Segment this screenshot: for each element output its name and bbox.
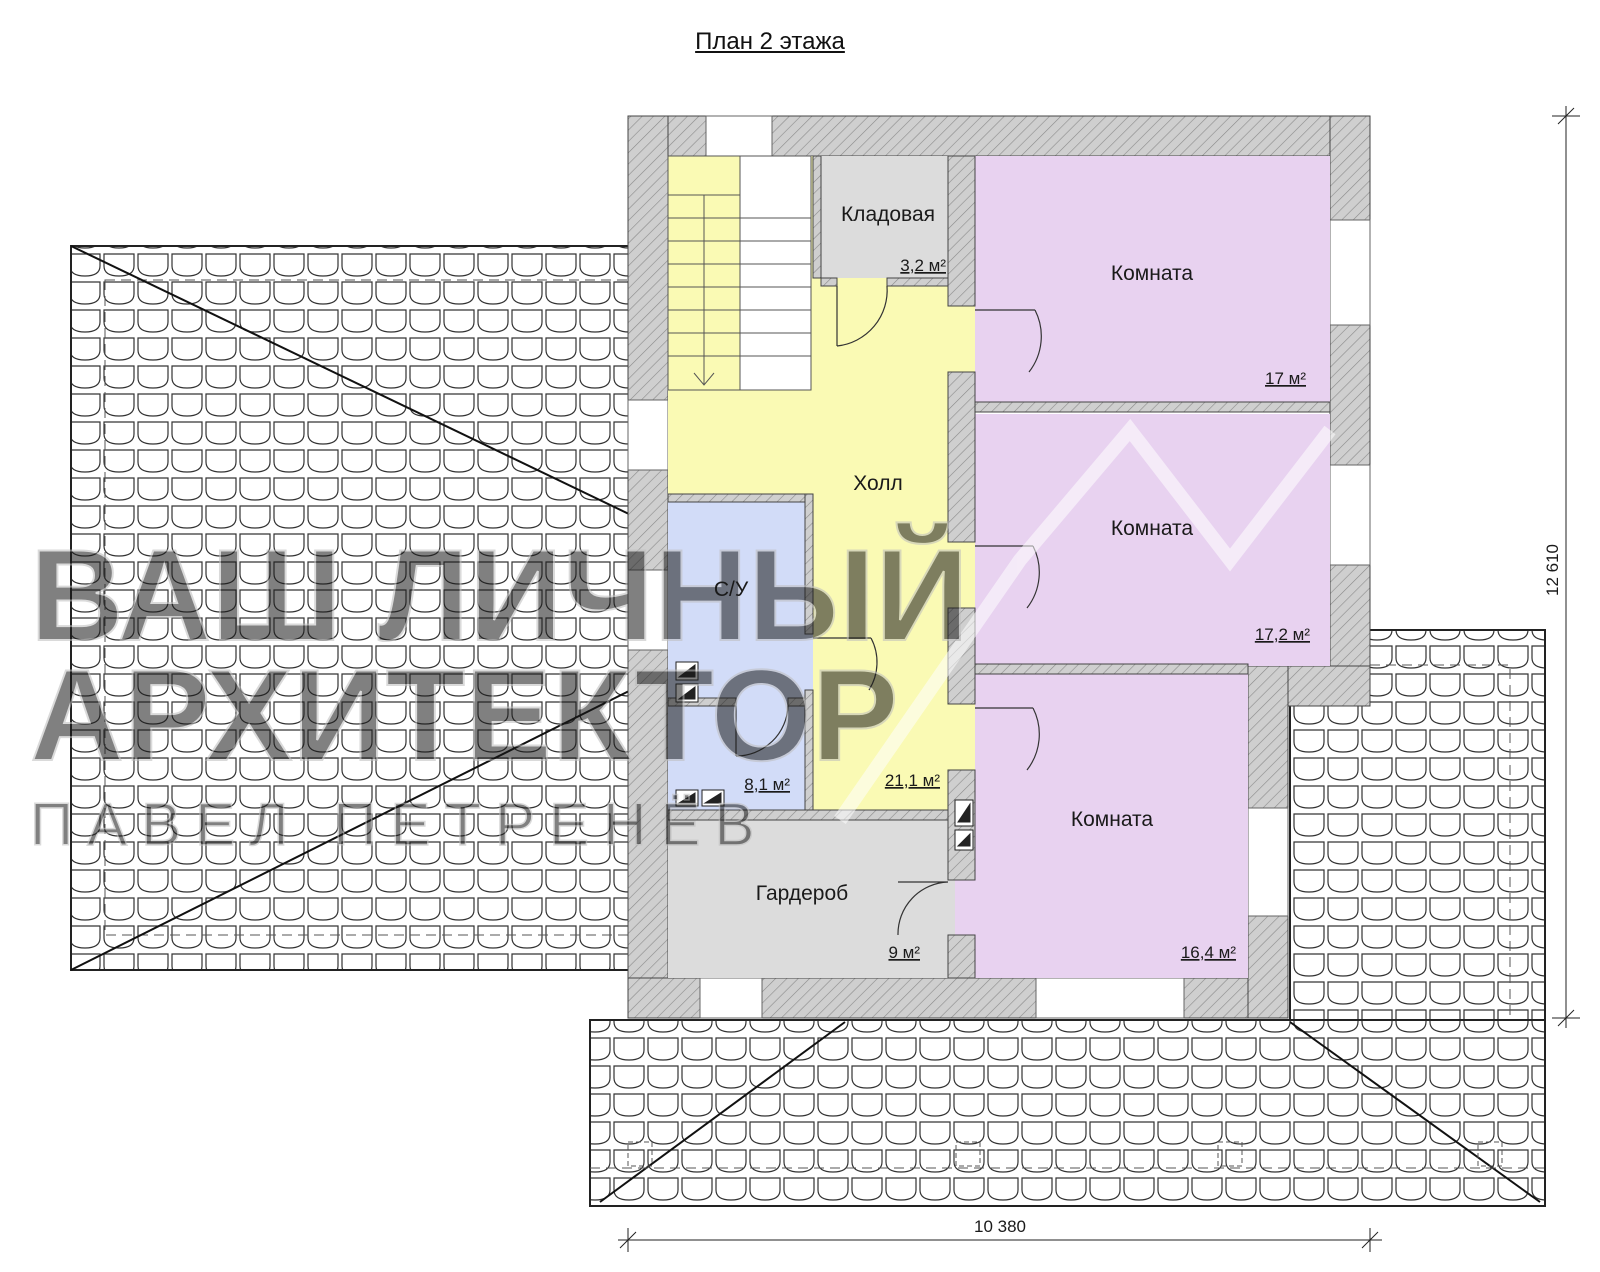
storage-fill <box>813 156 953 278</box>
roof-right <box>1289 629 1546 1021</box>
dimension-width-label: 10 380 <box>974 1217 1026 1236</box>
plan-title: План 2 этажа <box>695 28 845 55</box>
watermark-line-2: АРХИТЕКТОР <box>30 642 899 788</box>
bathroom-fill <box>668 496 813 812</box>
watermark-line-1: ВАШ ЛИЧНЫЙ <box>30 522 969 668</box>
windows <box>627 115 1371 1019</box>
dimension-height: 12 610 <box>1543 106 1580 1028</box>
room-area-hall: 21,1 м² <box>885 771 940 790</box>
wardrobe-fill <box>668 820 955 978</box>
room-name-hall: Холл <box>853 472 903 495</box>
room-area-room-1: 17 м² <box>1265 369 1306 388</box>
room-area-room-2: 17,2 м² <box>1255 625 1310 644</box>
watermark: ВАШ ЛИЧНЫЙ АРХИТЕКТОР ПАВЕЛ ПЕТРЕНЁВ <box>29 418 1336 859</box>
room-name-room-3: Комната <box>1071 808 1154 831</box>
room-area-bathroom: 8,1 м² <box>744 775 790 794</box>
dimension-width: 10 380 <box>618 1217 1382 1252</box>
room-area-storage: 3,2 м² <box>900 256 946 275</box>
room-name-storage: Кладовая <box>841 203 935 226</box>
roof-bottom <box>589 1019 1546 1207</box>
roof-left <box>70 245 632 971</box>
room-area-room-3: 16,4 м² <box>1181 943 1236 962</box>
fixtures <box>675 661 974 851</box>
room-name-room-2: Комната <box>1111 517 1194 540</box>
watermark-line-3: ПАВЕЛ ПЕТРЕНЁВ <box>30 791 768 858</box>
room-area-wardrobe: 9 м² <box>888 943 920 962</box>
dimension-height-label: 12 610 <box>1543 544 1562 596</box>
room-3-fill <box>975 674 1248 978</box>
room-name-bathroom: С/У <box>714 578 749 601</box>
room-name-wardrobe: Гардероб <box>756 882 848 905</box>
exterior-walls <box>627 115 1371 1019</box>
room-labels: Кладовая 3,2 м² Комната 17 м² Холл 21,1 … <box>714 203 1310 962</box>
staircase <box>667 155 812 391</box>
room-name-room-1: Комната <box>1111 262 1194 285</box>
